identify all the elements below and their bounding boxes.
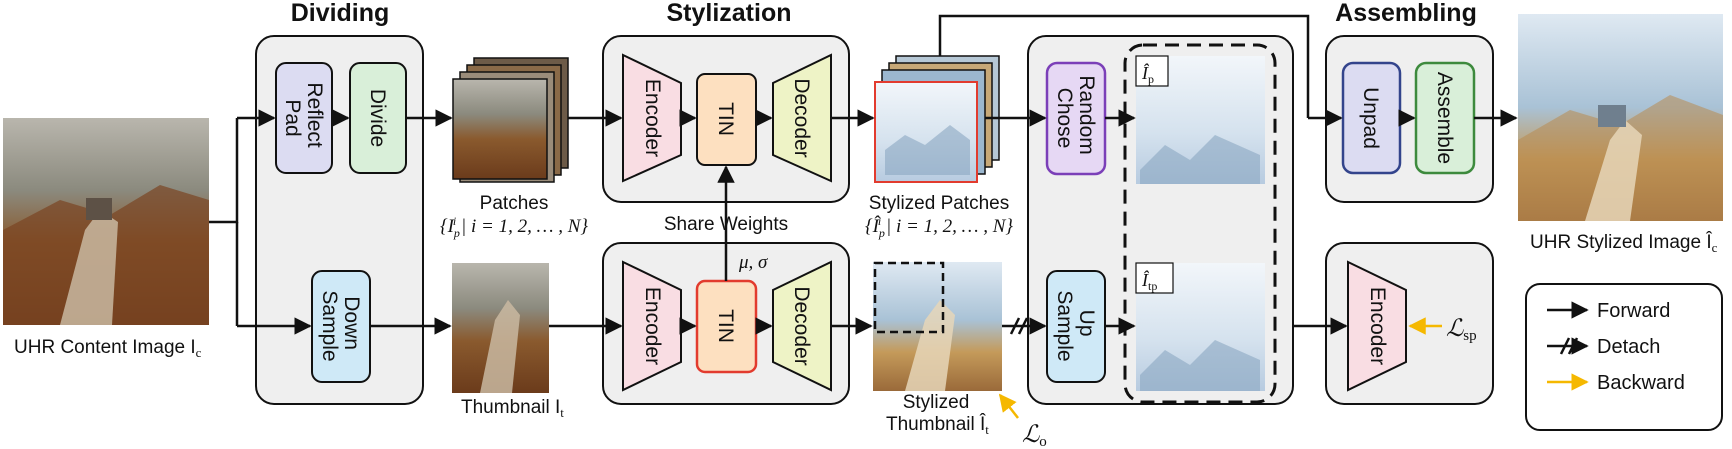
svg-text:Encoder: Encoder — [641, 79, 664, 157]
encoder-block-bottom: Encoder — [622, 260, 682, 392]
stylized-patches-label: Stylized Patches — [869, 193, 1009, 214]
svg-text:Decoder: Decoder — [790, 286, 813, 365]
svg-text:Decoder: Decoder — [790, 78, 813, 157]
uhr-stylized-label: UHR Stylized Image Îc — [1530, 231, 1718, 255]
assemble-block: Assemble — [1414, 61, 1476, 175]
legend-backward-label: Backward — [1597, 372, 1685, 394]
reflect-pad-block: Reflect Pad — [275, 62, 333, 174]
patches-set-label: {Ipi | i = 1, 2, … , N} — [440, 214, 588, 240]
decoder-block-top: Decoder — [772, 53, 832, 183]
svg-text:Down Sample: Down Sample — [318, 290, 363, 361]
legend-detach-label: Detach — [1597, 336, 1660, 358]
ip-hat-label: Îp — [1141, 62, 1154, 86]
itp-hat-label: Îtp — [1141, 269, 1157, 293]
svg-text:Up Sample: Up Sample — [1053, 290, 1098, 361]
patches-label: Patches — [480, 193, 549, 214]
unpad-block: Unpad — [1341, 61, 1402, 175]
encoder-block-top: Encoder — [622, 53, 682, 183]
svg-text:TIN: TIN — [714, 102, 737, 136]
stylized-thumbnail-label-1: Stylized — [903, 392, 970, 413]
decoder-block-bottom: Decoder — [772, 260, 832, 392]
thumbnail-label: Thumbnail It — [461, 397, 564, 420]
uhr-content-label: UHR Content Image Ic — [14, 337, 202, 360]
backward-arrows — [998, 317, 1442, 419]
uhr-content-image — [3, 118, 209, 325]
random-chose-block: Random Chose — [1045, 61, 1107, 176]
stylized-thumbnail-image — [873, 261, 1002, 391]
svg-text:TIN: TIN — [714, 309, 737, 343]
section-title-dividing: Dividing — [291, 0, 390, 27]
svg-text:Random Chose: Random Chose — [1053, 75, 1098, 160]
thumbnail-image — [452, 263, 549, 393]
down-sample-block: Down Sample — [311, 270, 371, 383]
legend-forward-label: Forward — [1597, 300, 1670, 322]
stylized-patches-stack — [874, 55, 1000, 183]
divide-block: Divide — [349, 62, 407, 174]
svg-text:Divide: Divide — [366, 89, 389, 147]
tin-block-top: TIN — [696, 73, 757, 166]
svg-text:Encoder: Encoder — [641, 287, 664, 365]
stylized-thumbnail-label-2: Thumbnail Ît — [886, 413, 989, 437]
svg-text:Unpad: Unpad — [1359, 87, 1382, 149]
loss-sp-label: ℒsp — [1446, 316, 1477, 344]
loss-o-label: ℒo — [1022, 422, 1047, 449]
legend-detach-arrow — [1547, 337, 1589, 355]
uhr-stylized-image — [1518, 14, 1723, 221]
svg-text:Encoder: Encoder — [1366, 287, 1389, 365]
up-sample-block: Up Sample — [1046, 270, 1106, 383]
loss-encoder-block: Encoder — [1347, 260, 1407, 392]
stylized-patches-set-label: {Îpi | i = 1, 2, … , N} — [865, 214, 1013, 240]
legend-box — [1525, 283, 1723, 431]
patches-stack — [452, 57, 569, 183]
svg-text:Reflect Pad: Reflect Pad — [281, 82, 326, 153]
connectors — [209, 14, 1518, 335]
tin-block-bottom: TIN — [695, 279, 758, 374]
itp-hat-image — [1135, 262, 1265, 391]
ip-hat-image — [1135, 55, 1265, 184]
section-title-stylization: Stylization — [666, 0, 791, 27]
paired-patches-dashed-box — [1123, 43, 1277, 404]
svg-text:Assemble: Assemble — [1433, 72, 1456, 164]
mu-sigma-label: μ, σ — [738, 252, 768, 273]
section-title-assembling: Assembling — [1335, 0, 1477, 27]
